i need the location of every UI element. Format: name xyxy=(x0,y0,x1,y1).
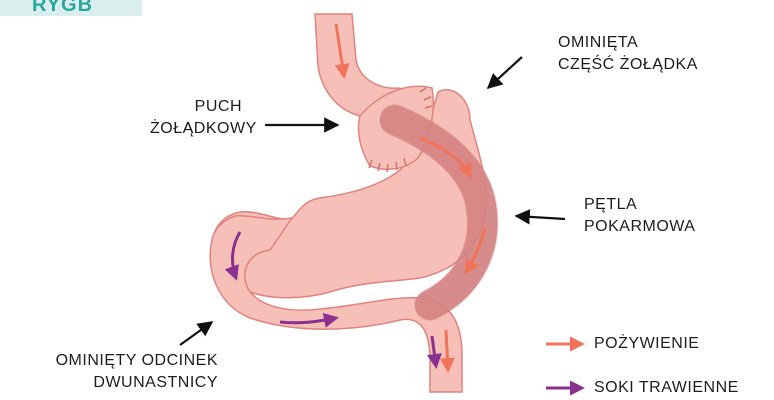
label-gastric-pouch: PUCH ŻOŁĄDKOWY xyxy=(150,96,242,140)
legend-food-label: POŻYWIENIE xyxy=(594,333,699,355)
label-bypassed-duodenum: OMINIĘTY ODCINEK DWUNASTNICY xyxy=(0,350,218,394)
legend-juice-label: SOKI TRAWIENNE xyxy=(594,377,739,399)
label-bypassed-stomach: OMINIĘTA CZĘŚĆ ŻOŁĄDKA xyxy=(558,32,698,76)
label-roux-limb: PĘTLA POKARMOWA xyxy=(584,194,695,238)
